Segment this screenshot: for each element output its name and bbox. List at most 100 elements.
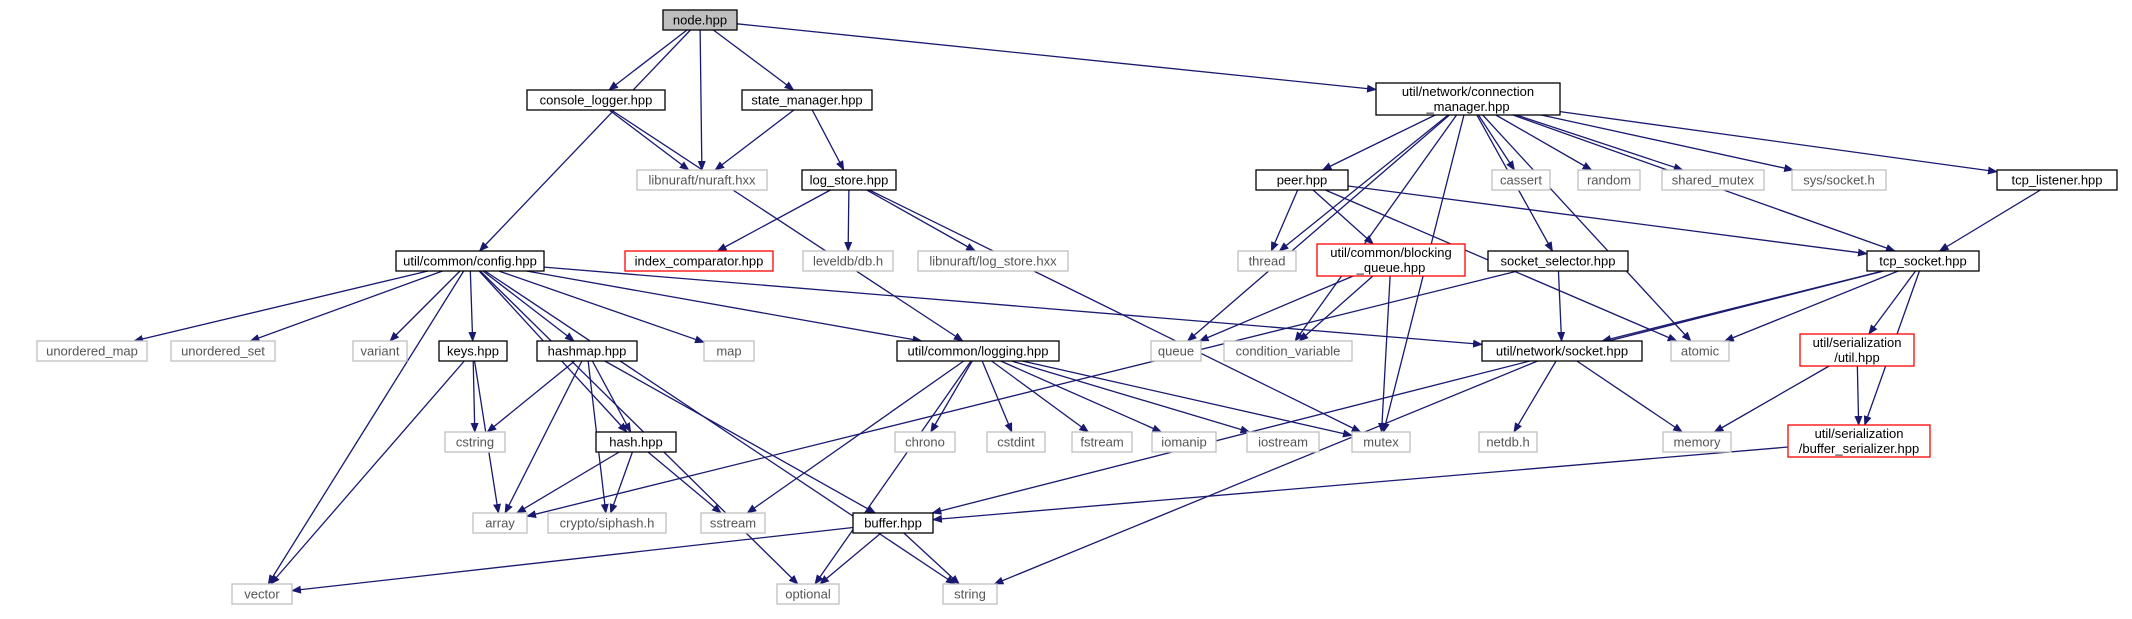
node-box	[1151, 431, 1217, 453]
edge-config-to-optional	[479, 270, 799, 585]
node-box	[395, 250, 545, 272]
node-box	[1481, 340, 1643, 362]
edge-arrow	[1298, 275, 1374, 342]
node-label: /util.hpp	[1834, 350, 1880, 365]
node-box	[1791, 169, 1887, 191]
node-label: atomic	[1681, 344, 1720, 359]
edge-arrow	[1516, 114, 1684, 171]
node-box	[1577, 169, 1641, 191]
edge-arrow	[133, 270, 429, 343]
node-label: node.hpp	[673, 13, 727, 28]
edge-arrow	[866, 189, 977, 252]
edge-arrow	[1938, 189, 2041, 252]
node-console-logger[interactable]: console_logger.hpp	[526, 89, 666, 111]
edge-console_logger-to-nuraft	[608, 109, 690, 171]
edge-node-to-nuraft	[697, 29, 706, 171]
node-label: hashmap.hpp	[548, 344, 627, 359]
edge-logging-to-iomanip	[1000, 360, 1163, 433]
edge-hash-to-siphash	[609, 451, 634, 514]
node-label: log_store.hpp	[810, 173, 889, 188]
edge-connection_manager-to-random	[1495, 114, 1593, 171]
node-label: fstream	[1080, 435, 1123, 450]
node-tcp-listener[interactable]: tcp_listener.hpp	[1996, 169, 2118, 191]
edge-arrow	[746, 360, 965, 514]
node-index-comparator[interactable]: index_comparator.hpp	[624, 250, 774, 272]
edge-arrow	[1854, 365, 1863, 426]
node-chrono: chrono	[894, 431, 956, 453]
node-memory: memory	[1662, 431, 1732, 453]
node-box	[703, 340, 755, 362]
node-tcp-socket[interactable]: tcp_socket.hpp	[1866, 250, 1980, 272]
node-buffer[interactable]: buffer.hpp	[852, 512, 934, 534]
node-label: hash.hpp	[609, 435, 663, 450]
node-box	[662, 9, 738, 31]
node-buffer-serializer[interactable]: util/serialization/buffer_serializer.hpp	[1787, 424, 1931, 458]
edge-arrow	[486, 360, 576, 433]
node-box	[547, 512, 667, 534]
node-blocking-queue[interactable]: util/common/blocking_queue.hpp	[1316, 243, 1466, 277]
node-config[interactable]: util/common/config.hpp	[395, 250, 545, 272]
edge-arrow	[1513, 360, 1557, 433]
edge-arrow	[609, 451, 634, 514]
edge-network_socket-to-memory	[1576, 360, 1683, 433]
edge-arrow	[931, 270, 1884, 515]
node-hashmap[interactable]: hashmap.hpp	[536, 340, 638, 362]
node-socket-selector[interactable]: socket_selector.hpp	[1487, 250, 1629, 272]
node-node[interactable]: node.hpp	[662, 9, 738, 31]
node-shared-mutex: shared_mutex	[1661, 169, 1765, 191]
node-connection-manager[interactable]: util/network/connection_manager.hpp	[1375, 82, 1561, 116]
edge-arrow	[811, 109, 845, 171]
node-log-store[interactable]: log_store.hpp	[801, 169, 897, 191]
node-label: util/common/logging.hpp	[908, 344, 1049, 359]
node-sstream: sstream	[700, 512, 766, 534]
node-network-socket[interactable]: util/network/socket.hpp	[1481, 340, 1643, 362]
node-box	[986, 431, 1046, 453]
node-keys[interactable]: keys.hpp	[438, 340, 508, 362]
node-unordered-set: unordered_set	[170, 340, 276, 362]
node-label: chrono	[905, 435, 945, 450]
node-cstdint: cstdint	[986, 431, 1046, 453]
node-box	[438, 340, 508, 362]
node-queue: queue	[1150, 340, 1202, 362]
edge-peer-to-blocking_queue	[1312, 189, 1374, 245]
node-serialization-util[interactable]: util/serialization/util.hpp	[1799, 333, 1915, 367]
node-label: leveldb/db.h	[813, 254, 883, 269]
node-label: /buffer_serializer.hpp	[1799, 441, 1919, 456]
edge-console_logger-to-logging	[610, 109, 964, 342]
node-box	[1150, 340, 1202, 362]
edge-arrow	[543, 266, 1483, 348]
edge-logging-to-sstream	[746, 360, 965, 514]
edge-network_socket-to-string	[993, 360, 1538, 585]
node-box	[444, 431, 506, 453]
edge-buffer-to-optional	[819, 532, 882, 585]
node-state-manager[interactable]: state_manager.hpp	[741, 89, 873, 111]
edge-connection_manager-to-shared_mutex	[1516, 114, 1684, 171]
node-box	[700, 512, 766, 534]
edge-peer-to-tcp_socket	[1347, 185, 1868, 257]
node-peer[interactable]: peer.hpp	[1255, 169, 1349, 191]
node-label: _manager.hpp	[1425, 99, 1509, 114]
edges-layer	[133, 23, 2041, 594]
edge-arrow	[932, 446, 1789, 523]
edge-connection_manager-to-queue	[1186, 114, 1450, 342]
node-atomic: atomic	[1670, 340, 1730, 362]
edge-arrow	[591, 360, 632, 433]
edge-socket_selector-to-array	[526, 270, 1518, 519]
edge-arrow	[1868, 270, 1917, 335]
node-logging[interactable]: util/common/logging.hpp	[896, 340, 1060, 362]
node-hash[interactable]: hash.hpp	[595, 431, 677, 453]
node-box	[741, 89, 873, 111]
node-label: peer.hpp	[1277, 173, 1328, 188]
node-condition-variable: condition_variable	[1223, 340, 1353, 362]
edge-connection_manager-to-peer	[1321, 114, 1436, 171]
edge-arrow	[267, 270, 465, 585]
node-box	[1491, 169, 1551, 191]
edge-arrow	[1321, 114, 1436, 171]
edge-arrow	[903, 532, 960, 585]
node-box	[526, 89, 666, 111]
node-label: array	[485, 516, 515, 531]
node-label: libnuraft/nuraft.hxx	[649, 173, 756, 188]
edge-arrow	[478, 29, 691, 252]
edge-tcp_socket-to-buffer	[931, 270, 1884, 515]
